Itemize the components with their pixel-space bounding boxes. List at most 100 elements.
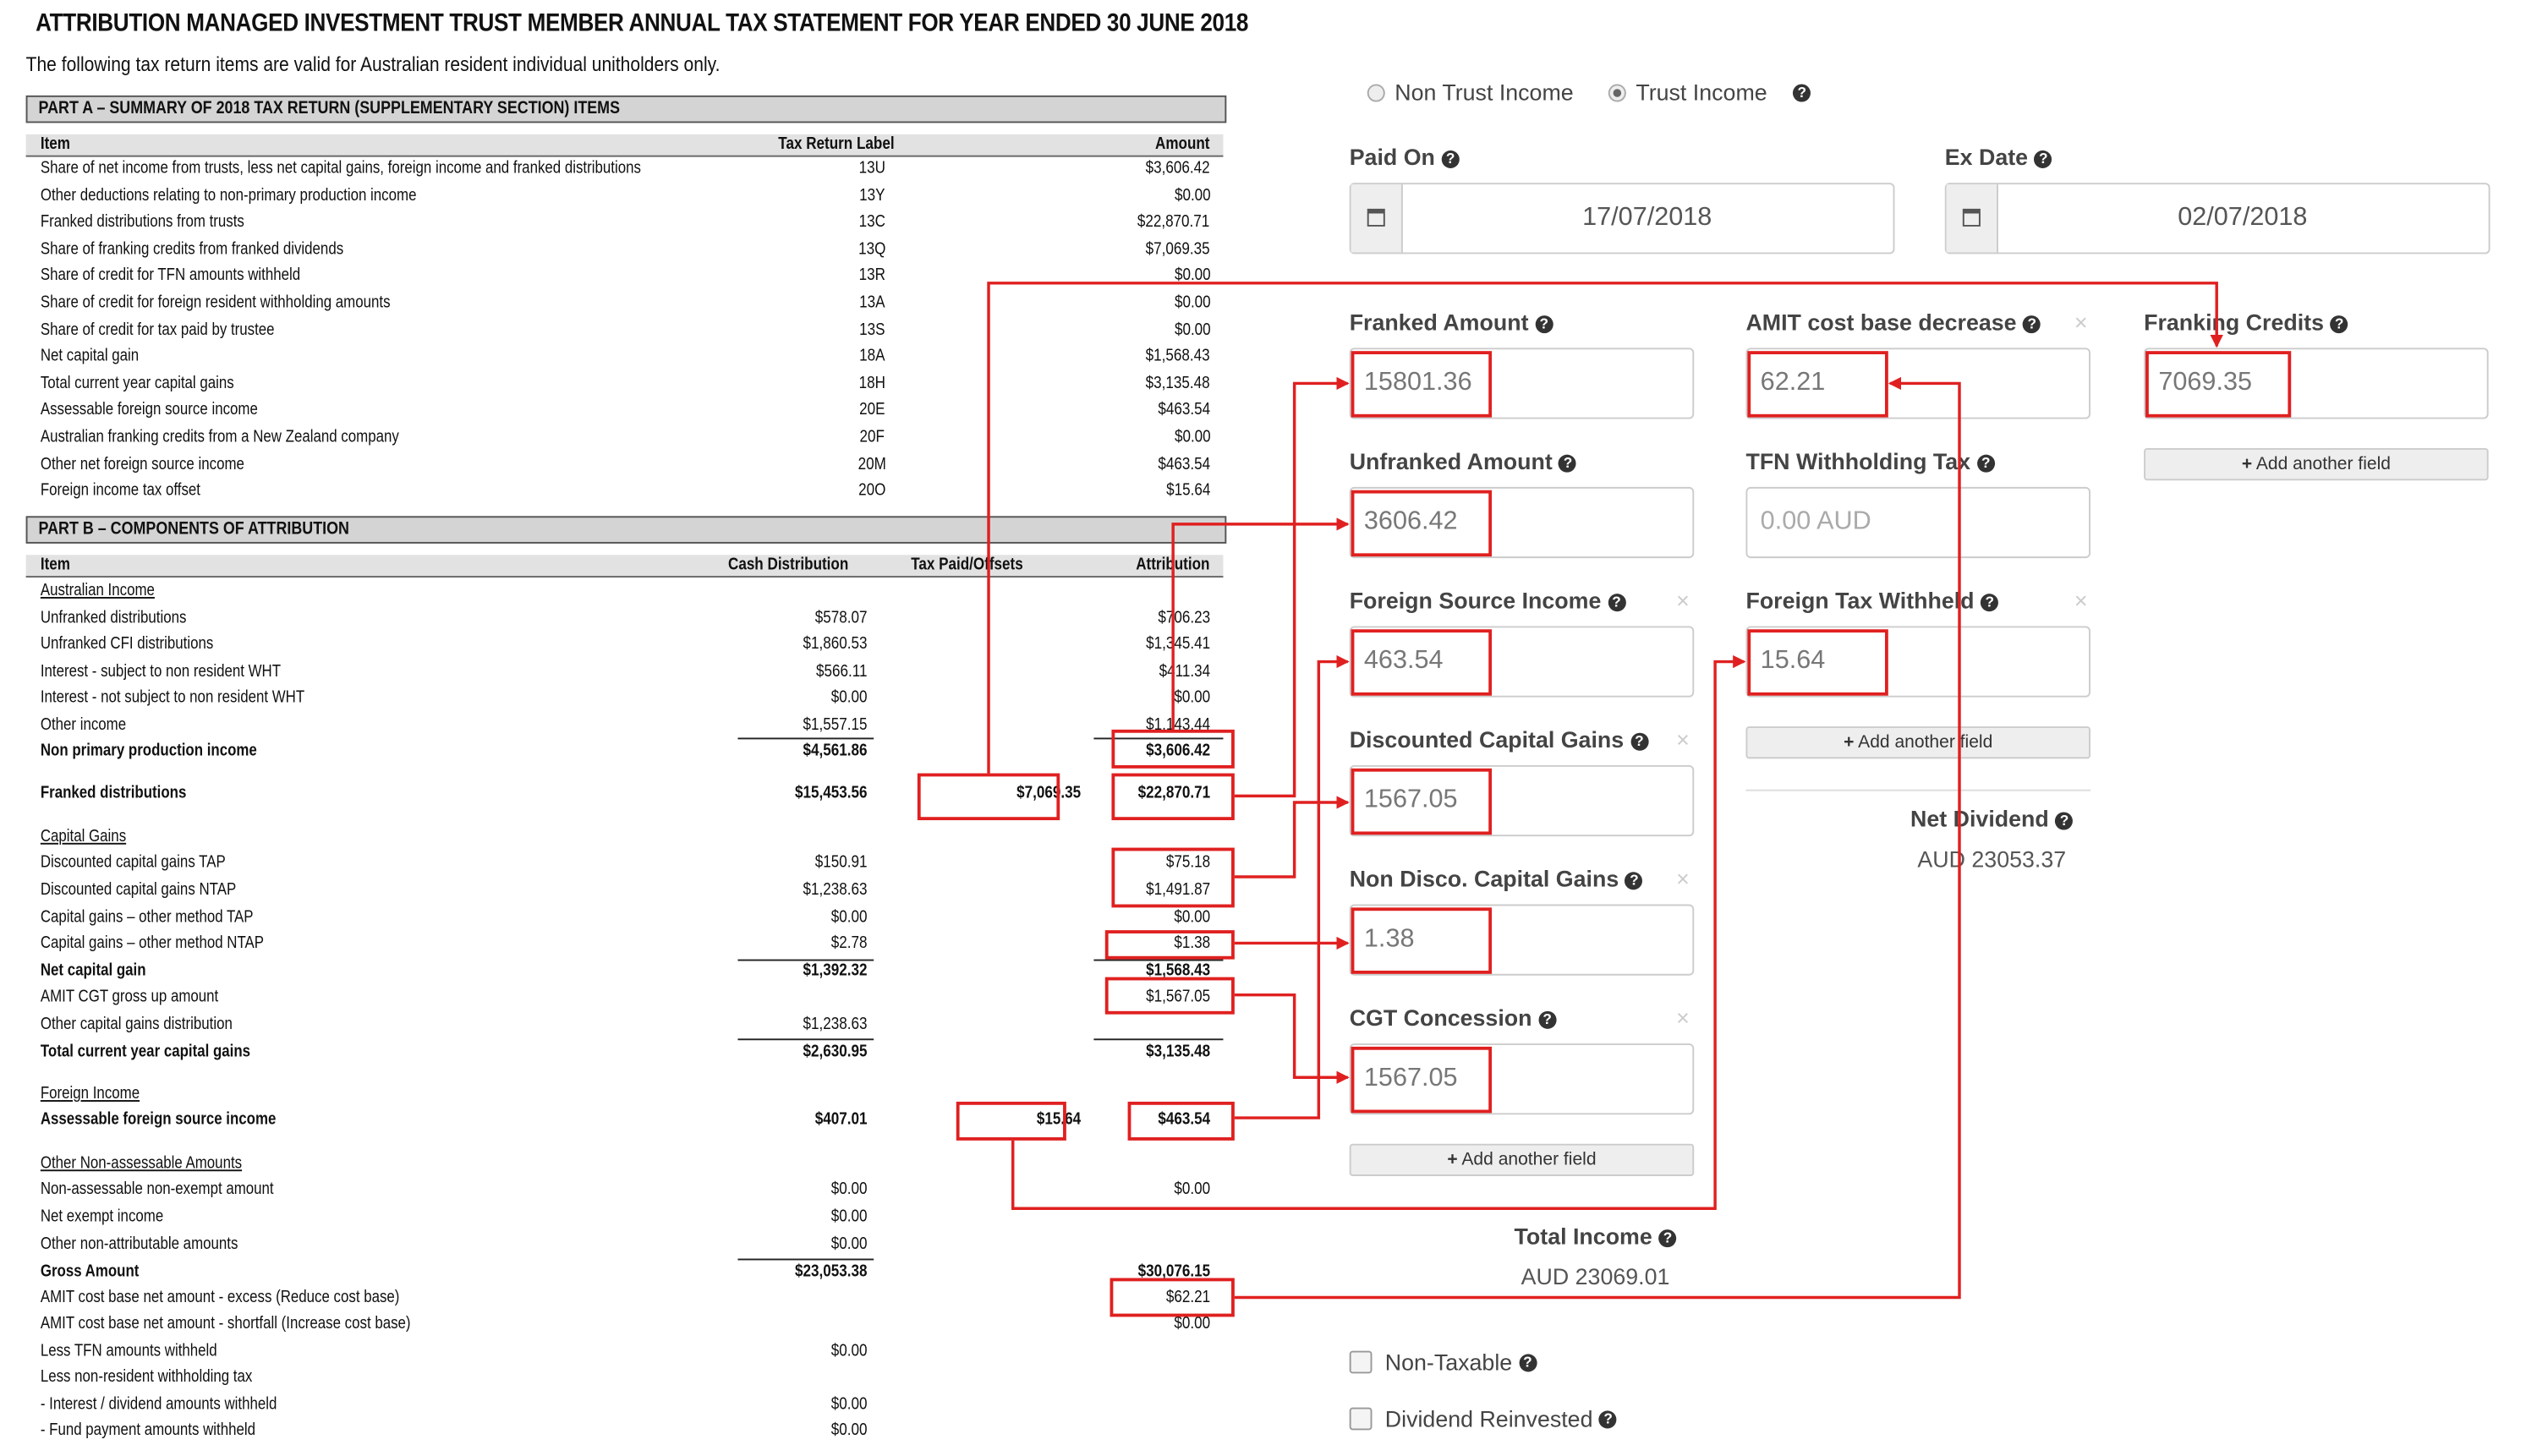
row-item: Assessable foreign source income [40,1109,277,1130]
row-cash-distribution: $0.00 [830,1420,868,1440]
row-item: Other capital gains distribution [40,1014,233,1034]
help-icon[interactable]: ? [1793,83,1811,101]
highlight-box [1747,629,1888,696]
table-row: Australian franking credits from a New Z… [26,425,1224,452]
calendar-icon[interactable] [1351,184,1403,253]
row-label: 13A [859,293,885,313]
row-attribution: $30,076.15 [1137,1262,1211,1282]
help-icon[interactable]: ? [2330,315,2348,334]
highlight-box [1351,907,1493,974]
row-label: 13C [858,212,885,232]
row-item: Interest - subject to non resident WHT [40,661,282,681]
table-row: Unfranked CFI distributions$1,860.53$1,3… [26,632,1224,660]
radio-icon[interactable] [1608,83,1626,101]
help-icon[interactable]: ? [1608,594,1626,612]
row-item: Discounted capital gains NTAP [40,879,237,900]
row-label: 13Q [858,238,886,259]
help-icon[interactable]: ? [1630,732,1648,751]
row-cash-distribution: $0.00 [830,907,868,928]
table-row: Interest - subject to non resident WHT $5… [26,660,1224,687]
row-item: Share of credit for tax paid by trustee [40,320,275,340]
remove-field-button[interactable]: × [1676,587,1690,614]
help-icon[interactable]: ? [2055,812,2074,830]
table-row: Share of credit for TFN amounts withheld… [26,265,1224,292]
checkbox-icon[interactable] [1349,1407,1373,1431]
plus-icon: + [1844,732,1855,753]
row-cash-distribution: $0.00 [830,1394,868,1415]
foreign-source-income-label: Foreign Source Income? [1350,588,1626,613]
table-row: Australian Income [26,579,1224,606]
row-cash-distribution: $0.00 [830,1207,868,1227]
remove-field-button[interactable]: × [1676,1004,1690,1031]
table-row: Share of credit for foreign resident wit… [26,291,1224,318]
row-item: Australian franking credits from a New Z… [40,427,399,447]
statement-title: ATTRIBUTION MANAGED INVESTMENT TRUST MEM… [36,9,1249,38]
ex-date-input[interactable]: 02/07/2018 [1944,183,2490,255]
highlight-box [1351,629,1493,696]
net-dividend-value: AUD 23053.37 [1917,846,2067,873]
help-icon[interactable]: ? [2023,315,2041,334]
highlight-box [1351,1046,1493,1114]
row-item: Share of franking credits from franked d… [40,238,344,259]
highlight-box [956,1101,1066,1141]
help-icon[interactable]: ? [1559,454,1577,473]
remove-field-button[interactable]: × [2074,309,2088,336]
help-icon[interactable]: ? [1658,1229,1677,1248]
tfn-withholding-input[interactable]: 0.00 AUD [1745,486,2090,559]
row-amount: $0.00 [1174,265,1211,286]
part-b-header: PART B – COMPONENTS OF ATTRIBUTION [25,516,1227,544]
help-icon[interactable]: ? [2034,150,2052,168]
row-cash-distribution: $1,238.63 [803,879,868,900]
highlight-box [1351,490,1493,557]
statement-subtitle: The following tax return items are valid… [25,53,721,76]
row-item: Unfranked distributions [40,608,187,628]
help-icon[interactable]: ? [1518,1353,1537,1371]
row-cash-distribution: $2.78 [830,933,868,953]
col-item: Item [40,555,70,575]
row-item: - Interest / dividend amounts withheld [40,1394,277,1415]
checkbox-icon[interactable] [1349,1350,1373,1374]
row-item: Foreign income tax offset [40,480,201,501]
table-row: AMIT cost base net amount - excess (Redu… [26,1286,1224,1313]
help-icon[interactable]: ? [1535,315,1553,334]
help-icon[interactable]: ? [1441,150,1460,168]
remove-field-button[interactable]: × [2074,587,2088,614]
row-label: 20F [859,427,885,447]
remove-field-button[interactable]: × [1676,865,1690,892]
radio-trust-income[interactable]: Trust Income ? [1608,79,1811,105]
row-item: Capital Gains [40,826,127,846]
row-amount: $0.00 [1174,320,1211,340]
radio-non-trust-income[interactable]: Non Trust Income [1367,79,1574,105]
highlight-box [1111,847,1235,908]
add-another-field-button[interactable]: + Add another field [1349,1143,1695,1176]
part-b-column-headers: Item Cash Distribution Tax Paid/Offsets … [25,555,1224,578]
table-row: Interest - not subject to non resident W… [26,686,1224,713]
paid-on-input[interactable]: 17/07/2018 [1349,183,1895,255]
row-attribution: $411.34 [1159,661,1211,681]
help-icon[interactable]: ? [1538,1010,1557,1029]
help-icon[interactable]: ? [1625,872,1643,890]
row-cash-distribution: $566.11 [816,661,868,681]
row-amount: $0.00 [1174,293,1211,313]
non-disco-capital-gains-label: Non Disco. Capital Gains? [1350,866,1643,891]
arrow-foreign-source-income [1234,654,1350,1119]
non-taxable-checkbox[interactable]: Non-Taxable? [1349,1349,1537,1375]
row-cash-distribution: $1,557.15 [803,714,868,735]
add-another-field-button[interactable]: + Add another field [2144,447,2489,481]
dividend-reinvested-checkbox[interactable]: Dividend Reinvested? [1349,1406,1618,1431]
radio-icon[interactable] [1367,83,1385,101]
remove-field-button[interactable]: × [1676,726,1690,753]
help-icon[interactable]: ? [1599,1409,1618,1428]
cgt-concession-label: CGT Concession? [1350,1004,1557,1031]
help-icon[interactable]: ? [1976,454,1995,473]
row-item: Capital gains – other method NTAP [40,933,265,953]
divider [1745,789,2090,791]
help-icon[interactable]: ? [1981,594,1999,612]
row-item: AMIT cost base net amount - shortfall (I… [40,1313,411,1333]
calendar-icon[interactable] [1946,184,1998,253]
col-tax-paid-offsets: Tax Paid/Offsets [911,555,1023,575]
add-another-field-button[interactable]: + Add another field [1745,726,2090,759]
